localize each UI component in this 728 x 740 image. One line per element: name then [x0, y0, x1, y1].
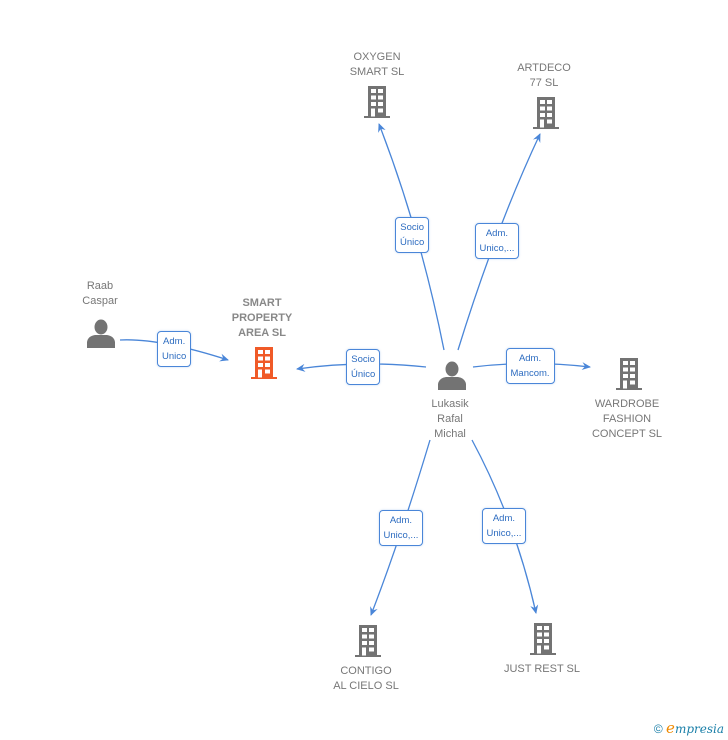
building-icon-oxygen[interactable]: [364, 86, 390, 118]
node-label-oxygen[interactable]: OXYGEN SMART SL: [349, 51, 405, 78]
edge-label-lukasik-to-justrest[interactable]: Adm. Unico,...: [481, 508, 527, 544]
edge-label-lukasik-to-artdeco[interactable]: Adm. Unico,...: [474, 223, 520, 259]
building-icon-smart[interactable]: [251, 347, 277, 379]
edge-label-lukasik-to-contigo[interactable]: Adm. Unico,...: [378, 510, 424, 546]
edge-label-lukasik-to-wardrobe[interactable]: Adm. Mancom.: [505, 348, 555, 384]
building-icon-wardrobe[interactable]: [616, 358, 642, 390]
edge-label-lukasik-to-smart[interactable]: Socio Único: [346, 349, 381, 385]
building-icon-contigo[interactable]: [355, 625, 381, 657]
node-label-justrest[interactable]: JUST REST SL: [503, 663, 580, 675]
node-label-contigo[interactable]: CONTIGO AL CIELO SL: [333, 665, 399, 692]
empresia-copyright[interactable]: © empresia: [654, 719, 724, 737]
edge-label-raab-to-smart[interactable]: Adm. Unico: [157, 331, 192, 367]
node-label-artdeco[interactable]: ARTDECO 77 SL: [517, 62, 571, 89]
node-label-raab[interactable]: Raab Caspar: [82, 280, 118, 307]
node-label-smart[interactable]: SMART PROPERTY AREA SL: [231, 297, 293, 339]
building-icon-justrest[interactable]: [530, 623, 556, 655]
node-label-wardrobe[interactable]: WARDROBE FASHION CONCEPT SL: [591, 398, 663, 440]
copyright-icon: ©: [653, 722, 663, 736]
node-label-lukasik[interactable]: Lukasik Rafal Michal: [431, 398, 469, 440]
person-icon-lukasik[interactable]: [438, 361, 466, 391]
empresia-logo: empresia: [666, 719, 724, 737]
building-icon-artdeco[interactable]: [533, 97, 559, 129]
person-icon-raab[interactable]: [87, 319, 115, 349]
edge-label-lukasik-to-oxygen[interactable]: Socio Único: [395, 217, 430, 253]
